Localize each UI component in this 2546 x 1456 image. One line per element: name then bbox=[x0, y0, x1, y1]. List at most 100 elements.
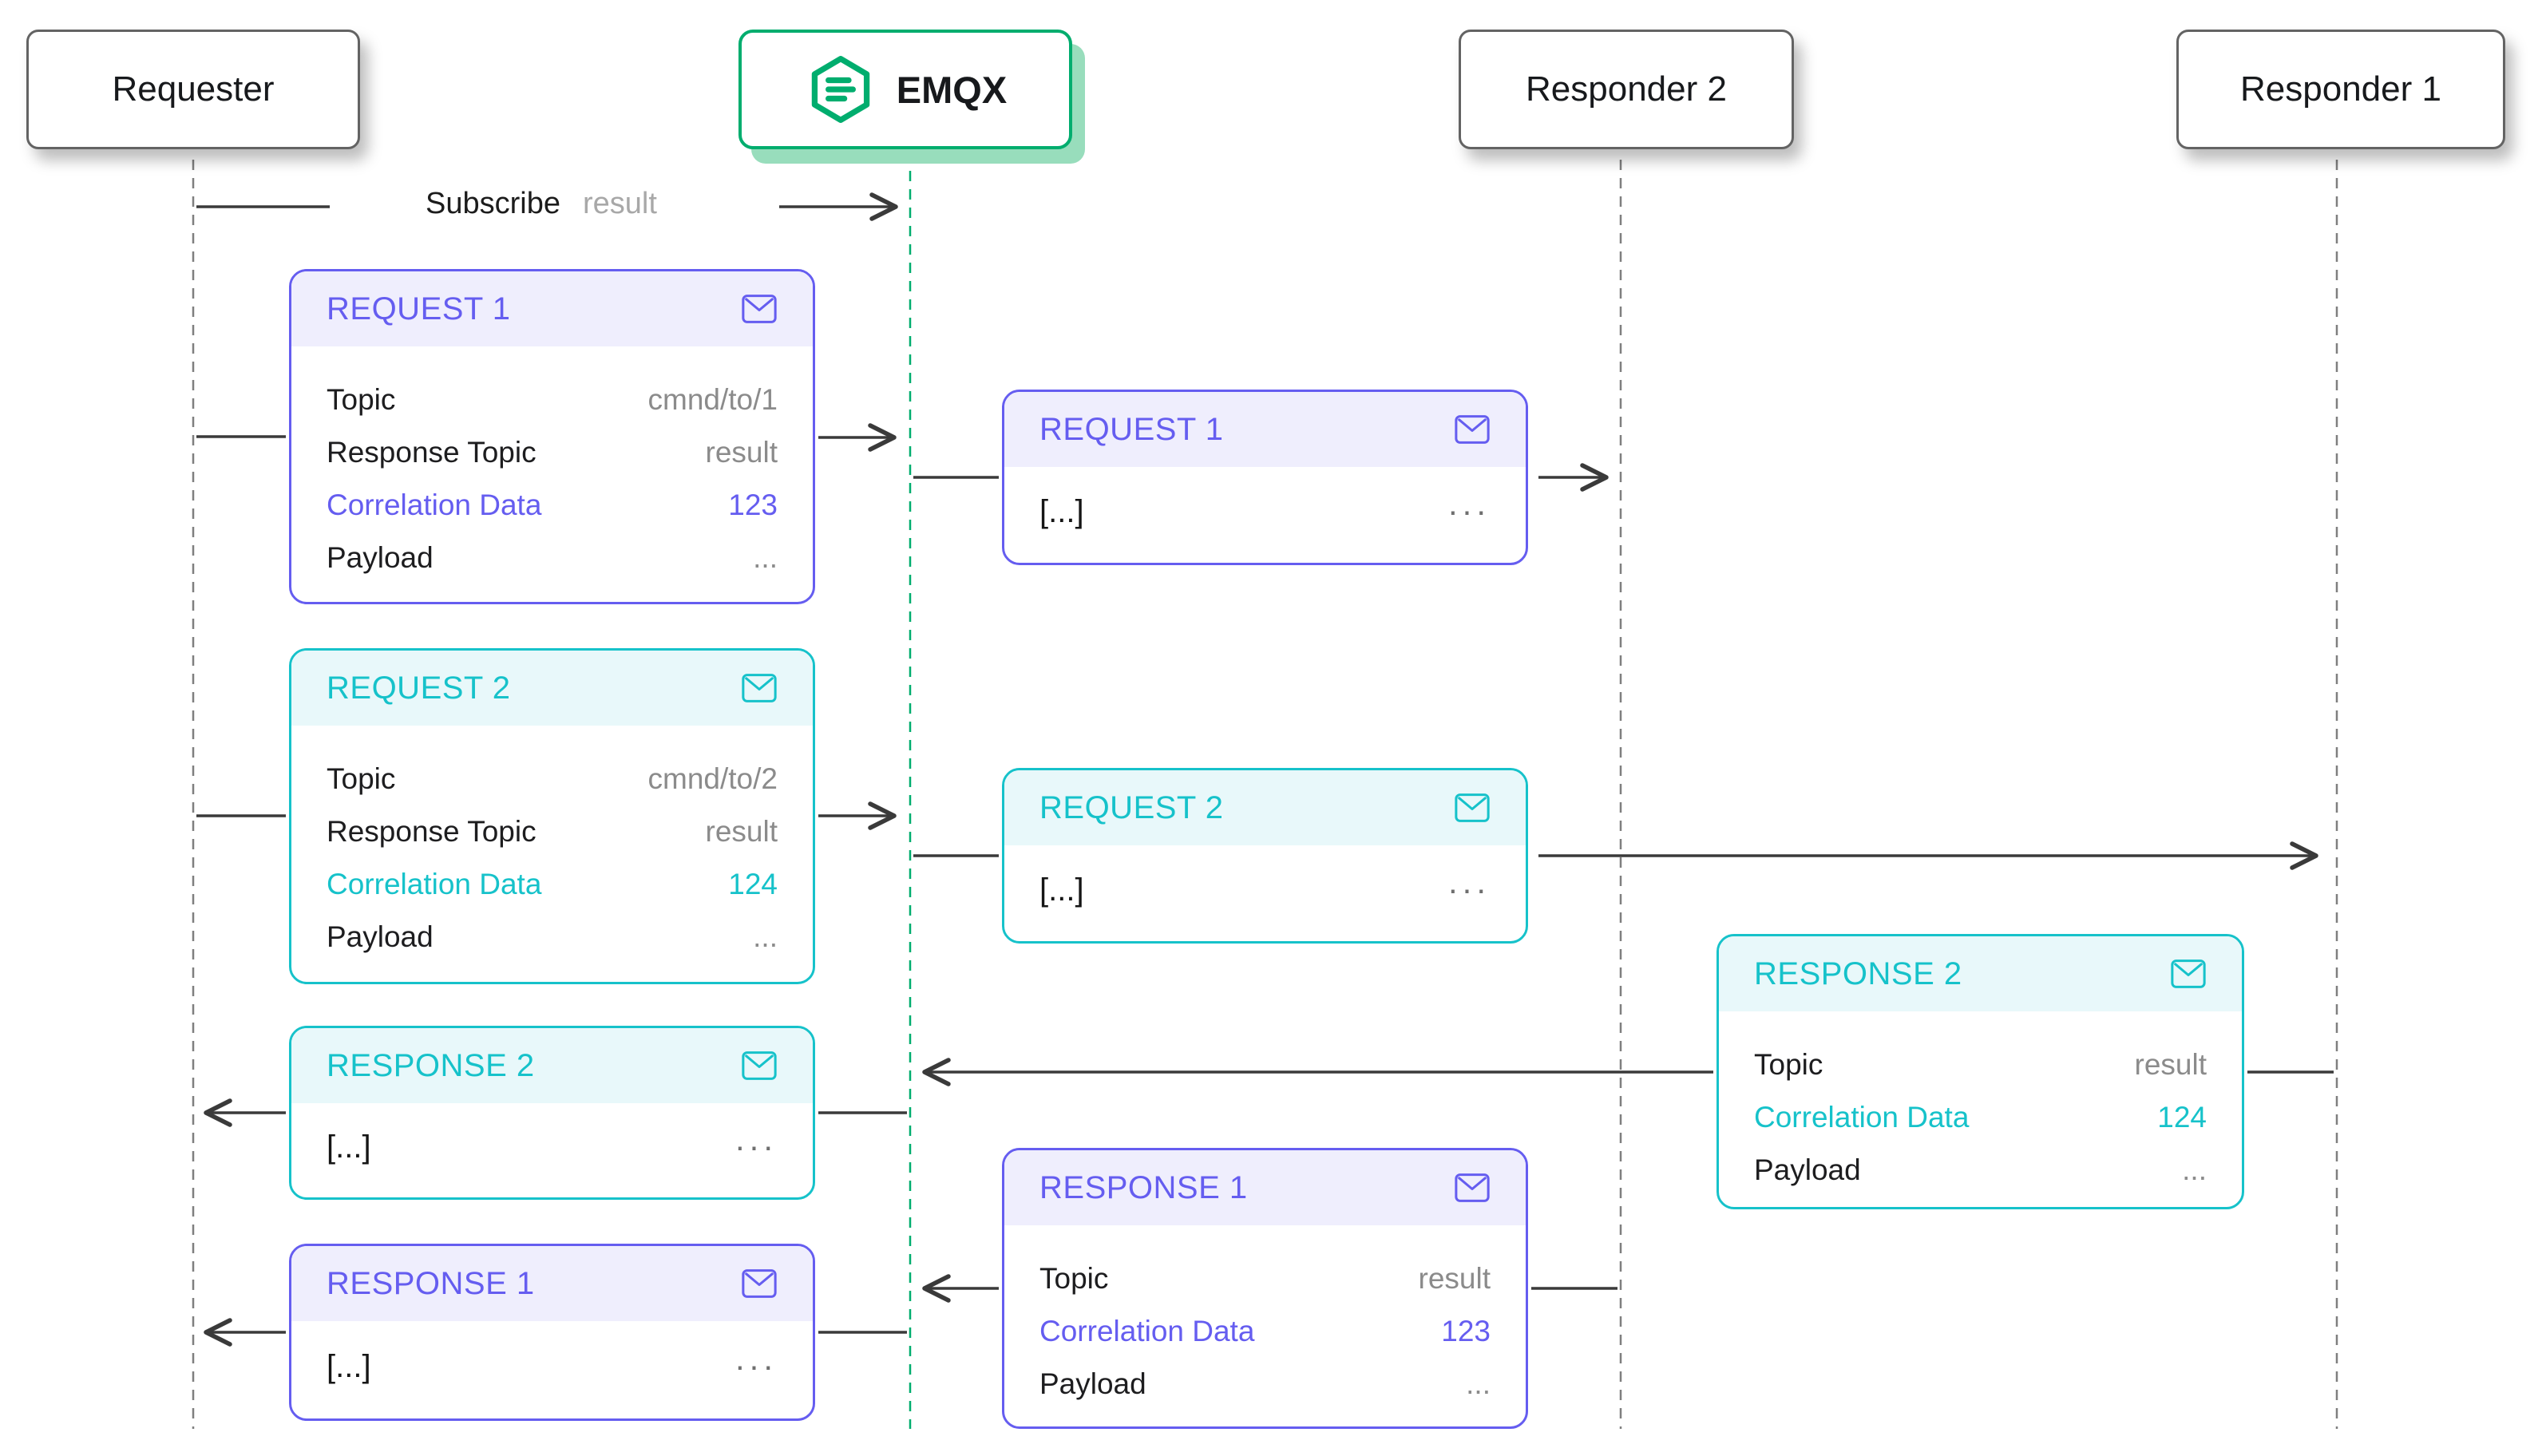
request2-full-card: REQUEST 2 Topic cmnd/to/2 Response Topic… bbox=[289, 648, 815, 984]
request1-full-card: REQUEST 1 Topic cmnd/to/1 Response Topic… bbox=[289, 269, 815, 604]
field-row-correlation: Correlation Data 123 bbox=[327, 479, 778, 532]
card-header: REQUEST 1 bbox=[1004, 392, 1526, 467]
field-row: Topic result bbox=[1754, 1039, 2207, 1091]
field-label: Correlation Data bbox=[1039, 1315, 1255, 1347]
field-label: Payload bbox=[327, 541, 434, 574]
subscribe-message-label: Subscribe result bbox=[426, 187, 657, 221]
field-label: Topic bbox=[1039, 1262, 1109, 1295]
request2-mini-card: REQUEST 2 [...] ... bbox=[1002, 768, 1528, 944]
card-header: REQUEST 1 bbox=[291, 271, 813, 346]
field-label: Payload bbox=[1754, 1153, 1861, 1186]
field-value: ... bbox=[753, 920, 778, 953]
actor-requester-label: Requester bbox=[112, 69, 275, 109]
field-value: 124 bbox=[2157, 1101, 2207, 1134]
card-header: REQUEST 2 bbox=[291, 651, 813, 726]
field-label: Topic bbox=[1754, 1048, 1823, 1081]
card-title: RESPONSE 1 bbox=[327, 1265, 535, 1301]
envelope-icon bbox=[2171, 959, 2206, 988]
field-label: Topic bbox=[327, 762, 396, 795]
card-body: Topic cmnd/to/2 Response Topic result Co… bbox=[291, 726, 813, 963]
field-value: cmnd/to/2 bbox=[647, 762, 778, 795]
actor-emqx: EMQX bbox=[738, 30, 1072, 149]
field-label: Topic bbox=[327, 383, 396, 416]
field-label: Correlation Data bbox=[327, 489, 542, 521]
actor-responder1: Responder 1 bbox=[2176, 30, 2505, 149]
field-value: result bbox=[1418, 1262, 1491, 1295]
field-label: Response Topic bbox=[327, 815, 537, 848]
card-body: [...] ... bbox=[291, 1103, 813, 1197]
card-title: RESPONSE 2 bbox=[327, 1047, 535, 1083]
field-row: Payload ... bbox=[327, 911, 778, 963]
payload-ellipsis: [...] bbox=[1039, 493, 1084, 529]
field-label: Response Topic bbox=[327, 436, 537, 469]
card-title: REQUEST 1 bbox=[1039, 411, 1224, 447]
card-header: RESPONSE 1 bbox=[1004, 1150, 1526, 1225]
card-body: [...] ... bbox=[1004, 845, 1526, 941]
card-header: RESPONSE 1 bbox=[291, 1246, 813, 1321]
emqx-hexagon-logo-icon bbox=[811, 56, 870, 123]
field-value: result bbox=[705, 815, 778, 848]
field-value: 123 bbox=[1441, 1315, 1491, 1347]
field-label: Correlation Data bbox=[327, 868, 542, 900]
more-ellipsis: ... bbox=[1447, 485, 1491, 522]
card-body: Topic result Correlation Data 124 Payloa… bbox=[1719, 1011, 2242, 1197]
response1-mini-card: RESPONSE 1 [...] ... bbox=[289, 1244, 815, 1421]
payload-ellipsis: [...] bbox=[327, 1129, 371, 1165]
card-title: RESPONSE 2 bbox=[1754, 956, 1962, 991]
response2-mini-card: RESPONSE 2 [...] ... bbox=[289, 1026, 815, 1200]
field-value: ... bbox=[753, 541, 778, 574]
field-row-correlation: Correlation Data 123 bbox=[1039, 1305, 1491, 1358]
field-label: Payload bbox=[327, 920, 434, 953]
card-body: Topic cmnd/to/1 Response Topic result Co… bbox=[291, 346, 813, 584]
envelope-icon bbox=[742, 1051, 777, 1080]
field-value: result bbox=[2134, 1048, 2207, 1081]
actor-responder2-label: Responder 2 bbox=[1526, 69, 1727, 109]
field-row: Topic cmnd/to/1 bbox=[327, 374, 778, 426]
field-row: Payload ... bbox=[1754, 1144, 2207, 1197]
more-ellipsis: ... bbox=[734, 1120, 778, 1157]
field-row: Response Topic result bbox=[327, 426, 778, 479]
field-value: cmnd/to/1 bbox=[647, 383, 778, 416]
subscribe-topic-text: result bbox=[582, 187, 657, 220]
card-header: REQUEST 2 bbox=[1004, 770, 1526, 845]
more-ellipsis: ... bbox=[1447, 863, 1491, 900]
field-value: 123 bbox=[728, 489, 778, 521]
payload-ellipsis: [...] bbox=[1039, 872, 1084, 908]
field-row: Topic cmnd/to/2 bbox=[327, 753, 778, 805]
more-ellipsis: ... bbox=[734, 1339, 778, 1377]
field-label: Payload bbox=[1039, 1367, 1146, 1400]
field-row: Response Topic result bbox=[327, 805, 778, 858]
payload-ellipsis: [...] bbox=[327, 1348, 371, 1384]
actor-responder2: Responder 2 bbox=[1459, 30, 1794, 149]
actor-requester: Requester bbox=[26, 30, 360, 149]
envelope-icon bbox=[1455, 793, 1490, 822]
field-row-correlation: Correlation Data 124 bbox=[327, 858, 778, 911]
card-title: REQUEST 2 bbox=[1039, 789, 1224, 825]
actor-responder1-label: Responder 1 bbox=[2240, 69, 2441, 109]
field-value: ... bbox=[2182, 1153, 2207, 1186]
subscribe-action-text: Subscribe bbox=[426, 187, 560, 220]
field-row-correlation: Correlation Data 124 bbox=[1754, 1091, 2207, 1144]
response1-full-card: RESPONSE 1 Topic result Correlation Data… bbox=[1002, 1148, 1528, 1429]
envelope-icon bbox=[742, 1269, 777, 1298]
field-label: Correlation Data bbox=[1754, 1101, 1970, 1134]
envelope-icon bbox=[742, 674, 777, 702]
card-body: Topic result Correlation Data 123 Payloa… bbox=[1004, 1225, 1526, 1410]
card-header: RESPONSE 2 bbox=[291, 1028, 813, 1103]
actor-emqx-label: EMQX bbox=[896, 68, 1008, 111]
field-row: Topic result bbox=[1039, 1252, 1491, 1305]
envelope-icon bbox=[1455, 415, 1490, 444]
card-body: [...] ... bbox=[1004, 467, 1526, 563]
field-value: 124 bbox=[728, 868, 778, 900]
response2-full-card: RESPONSE 2 Topic result Correlation Data… bbox=[1716, 934, 2244, 1209]
field-row: Payload ... bbox=[1039, 1358, 1491, 1410]
card-body: [...] ... bbox=[291, 1321, 813, 1418]
envelope-icon bbox=[1455, 1173, 1490, 1202]
card-header: RESPONSE 2 bbox=[1719, 936, 2242, 1011]
card-title: REQUEST 1 bbox=[327, 291, 511, 326]
card-title: RESPONSE 1 bbox=[1039, 1169, 1248, 1205]
field-value: ... bbox=[1466, 1367, 1491, 1400]
card-title: REQUEST 2 bbox=[327, 670, 511, 706]
